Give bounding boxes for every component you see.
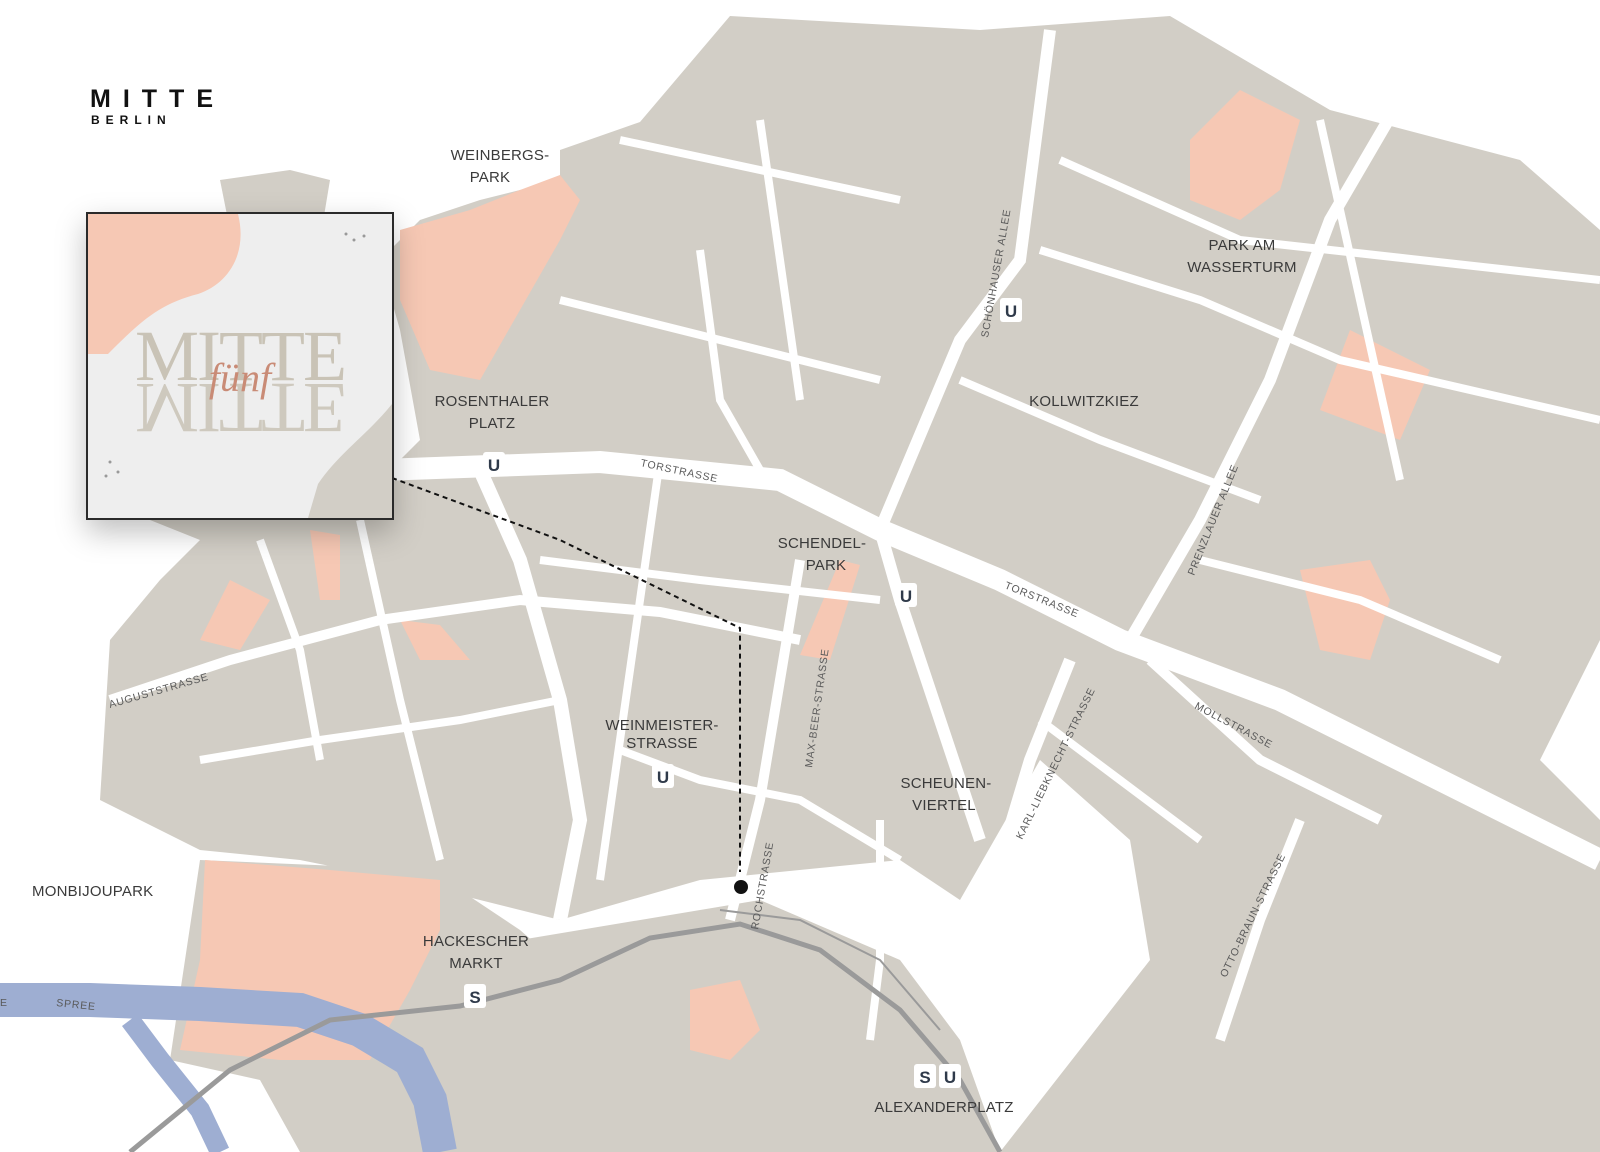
hackescher-park-area [690,980,760,1060]
svg-text:U: U [944,1068,956,1087]
elisabeth-area [1300,560,1390,660]
station-u-rosenthaler-platz[interactable]: U [483,452,505,476]
label-hackescher-markt-1: HACKESCHER [423,933,529,950]
label-park-am-wasserturm-1: PARK AM [1209,237,1276,254]
label-weinbergspark-2: PARK [470,169,511,186]
label-scheunenviertel-1: SCHEUNEN- [901,775,992,792]
inset-word-top: MITTE [135,316,347,396]
small-park-2 [400,620,470,660]
label-weinmeisterstrasse-1: WEINMEISTER- [605,717,718,734]
station-badges[interactable]: U U U U S S U [464,298,1022,1088]
label-park-am-wasserturm-2: WASSERTURM [1187,259,1297,276]
park-am-wasserturm-area [1190,90,1300,220]
svg-text:U: U [1005,302,1017,321]
station-u-weinmeisterstrasse[interactable]: U [652,764,674,788]
svg-text:S: S [919,1068,930,1087]
svg-text:S: S [469,988,480,1007]
label-kollwitzkiez: KOLLWITZKIEZ [1029,393,1139,410]
station-s-alexanderplatz[interactable]: S [914,1064,936,1088]
label-rosenthaler-platz-1: ROSENTHALER [435,393,550,410]
station-s-hackescher-markt[interactable]: S [464,984,486,1008]
label-monbijoupark: MONBIJOUPARK [32,883,153,900]
place-labels: WEINBERGS- PARK ROSENTHALER PLATZ SCHEND… [32,147,1297,1116]
inset-script-word: fünf [208,355,272,400]
brand-logo: MITTE BERLIN [90,86,225,128]
station-u-alexanderplatz[interactable]: U [939,1064,961,1088]
auguststrasse-park [200,580,270,650]
station-u-rosa-luxemburg-platz[interactable]: U [895,583,917,607]
property-logo-inset[interactable]: MITTE MITTE fünf [86,212,394,520]
location-marker[interactable] [734,880,748,894]
weinbergspark-area [400,175,580,380]
label-rosenthaler-platz-2: PLATZ [469,415,516,432]
label-hackescher-markt-2: MARKT [449,955,503,972]
svg-text:U: U [657,768,669,787]
station-u-senefelderplatz[interactable]: U [1000,298,1022,322]
street-edge-letter: E [0,997,8,1009]
inset-decoration [88,214,392,518]
label-schendelpark-1: SCHENDEL- [778,535,866,552]
label-weinmeisterstrasse-2: STRASSE [626,735,697,752]
label-alexanderplatz: ALEXANDERPLATZ [874,1099,1013,1116]
brand-subtitle: BERLIN [91,113,172,127]
label-scheunenviertel-2: VIERTEL [912,797,976,814]
location-pointer-line [391,477,741,872]
roads [108,29,1600,1042]
s-bahn-rail [128,909,1003,1152]
label-schendelpark-2: PARK [806,557,847,574]
svg-text:U: U [900,587,912,606]
brand-title: MITTE [90,85,225,113]
schendelpark-area [800,560,860,660]
parks [180,90,1430,1060]
label-weinbergspark-1: WEINBERGS- [451,147,550,164]
small-park-1 [310,530,340,600]
svg-text:U: U [488,456,500,475]
street-spree: SPREE [56,997,97,1013]
